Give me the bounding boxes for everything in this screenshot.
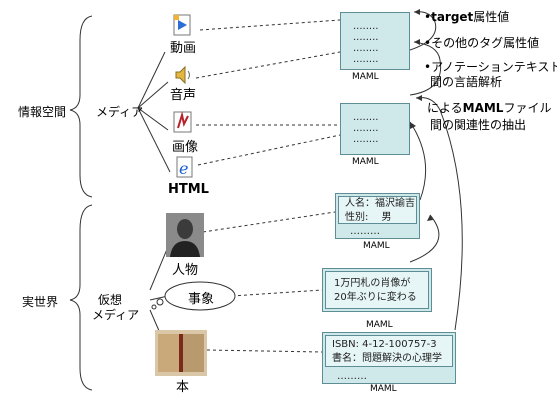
maml-dots: ........ <box>353 112 379 123</box>
info-space-brace <box>69 15 93 198</box>
maml-dots: ........ <box>353 32 379 43</box>
audio-icon <box>174 65 194 85</box>
maml-dots: ........ <box>353 43 379 54</box>
note-target-bold: target <box>431 10 474 24</box>
image-label: 画像 <box>172 140 199 155</box>
note-maml-post: ファイル <box>503 101 552 115</box>
maml-dots: ……… <box>350 226 380 237</box>
note-maml-line1: によるMAMLファイル <box>427 101 551 116</box>
person-label: 人物 <box>172 263 199 278</box>
event-cloud <box>151 281 236 311</box>
maml-label: MAML <box>363 241 390 251</box>
maml-label: MAML <box>352 72 379 82</box>
note-target-attr: •target属性値 <box>424 10 509 25</box>
maml-label: MAML <box>352 157 379 167</box>
maml-label: MAML <box>366 320 393 330</box>
event-text-line2: 20年ぶりに変わる <box>334 292 417 303</box>
maml-inner-book: ISBN: 4-12-100757-3 書名：問題解決の心理学 <box>325 335 453 367</box>
info-space-label: 情報空間 <box>18 105 67 119</box>
maml-dots: ........ <box>353 54 379 65</box>
maml-label: MAML <box>370 384 397 394</box>
note-target-rest: 属性値 <box>473 10 510 24</box>
book-title-field: 書名：問題解決の心理学 <box>332 353 442 364</box>
note-annotation-line1: •アノテーションテキスト <box>424 60 557 74</box>
maml-dots: ……… <box>337 371 367 382</box>
person-name-field: 人名：福沢諭吉 <box>345 198 415 209</box>
note-maml-bold: MAML <box>462 101 504 115</box>
note-bullet: • <box>424 10 432 24</box>
person-gender-field: 性別: 男 <box>345 212 392 223</box>
book-label: 本 <box>176 380 190 395</box>
note-annotation-line2: 間の言語解析 <box>430 75 503 89</box>
book-photo <box>155 330 207 376</box>
html-label: HTML <box>168 182 209 197</box>
maml-dots: ........ <box>353 21 379 32</box>
maml-dots: ........ <box>353 134 379 145</box>
virtual-media-label: メディア <box>92 308 140 322</box>
real-world-label: 実世界 <box>22 295 59 309</box>
person-photo <box>166 213 204 257</box>
svg-text:e: e <box>179 159 188 178</box>
real-world-brace <box>69 204 93 391</box>
note-other-tags: •その他のタグ属性値 <box>424 36 540 50</box>
maml-box-video-audio: ........ ........ ........ ........ <box>340 12 410 70</box>
virtual-label: 仮想 <box>98 293 123 307</box>
maml-inner-event: 1万円札の肖像が 20年ぶりに変わる <box>325 271 429 309</box>
maml-box-person: 人名：福沢諭吉 性別: 男 ……… <box>335 193 420 239</box>
video-icon <box>172 14 192 36</box>
note-maml-line2: 間の関連性の抽出 <box>430 118 527 132</box>
event-label: 事象 <box>188 292 215 307</box>
html-icon: e <box>174 156 196 180</box>
maml-box-event: 1万円札の肖像が 20年ぶりに変わる <box>322 268 432 312</box>
event-text-line1: 1万円札の肖像が <box>334 278 411 289</box>
maml-box-book: ISBN: 4-12-100757-3 書名：問題解決の心理学 ……… <box>322 332 456 384</box>
maml-box-image-html: ........ ........ ........ <box>340 103 410 155</box>
note-maml-pre: による <box>427 101 463 115</box>
audio-label: 音声 <box>170 88 197 103</box>
video-label: 動画 <box>170 41 197 56</box>
maml-inner-person: 人名：福沢諭吉 性別: 男 <box>338 196 417 224</box>
media-label: メディア <box>96 105 144 119</box>
image-icon <box>172 110 194 134</box>
maml-dots: ........ <box>353 123 379 134</box>
book-isbn-field: ISBN: 4-12-100757-3 <box>332 339 437 350</box>
